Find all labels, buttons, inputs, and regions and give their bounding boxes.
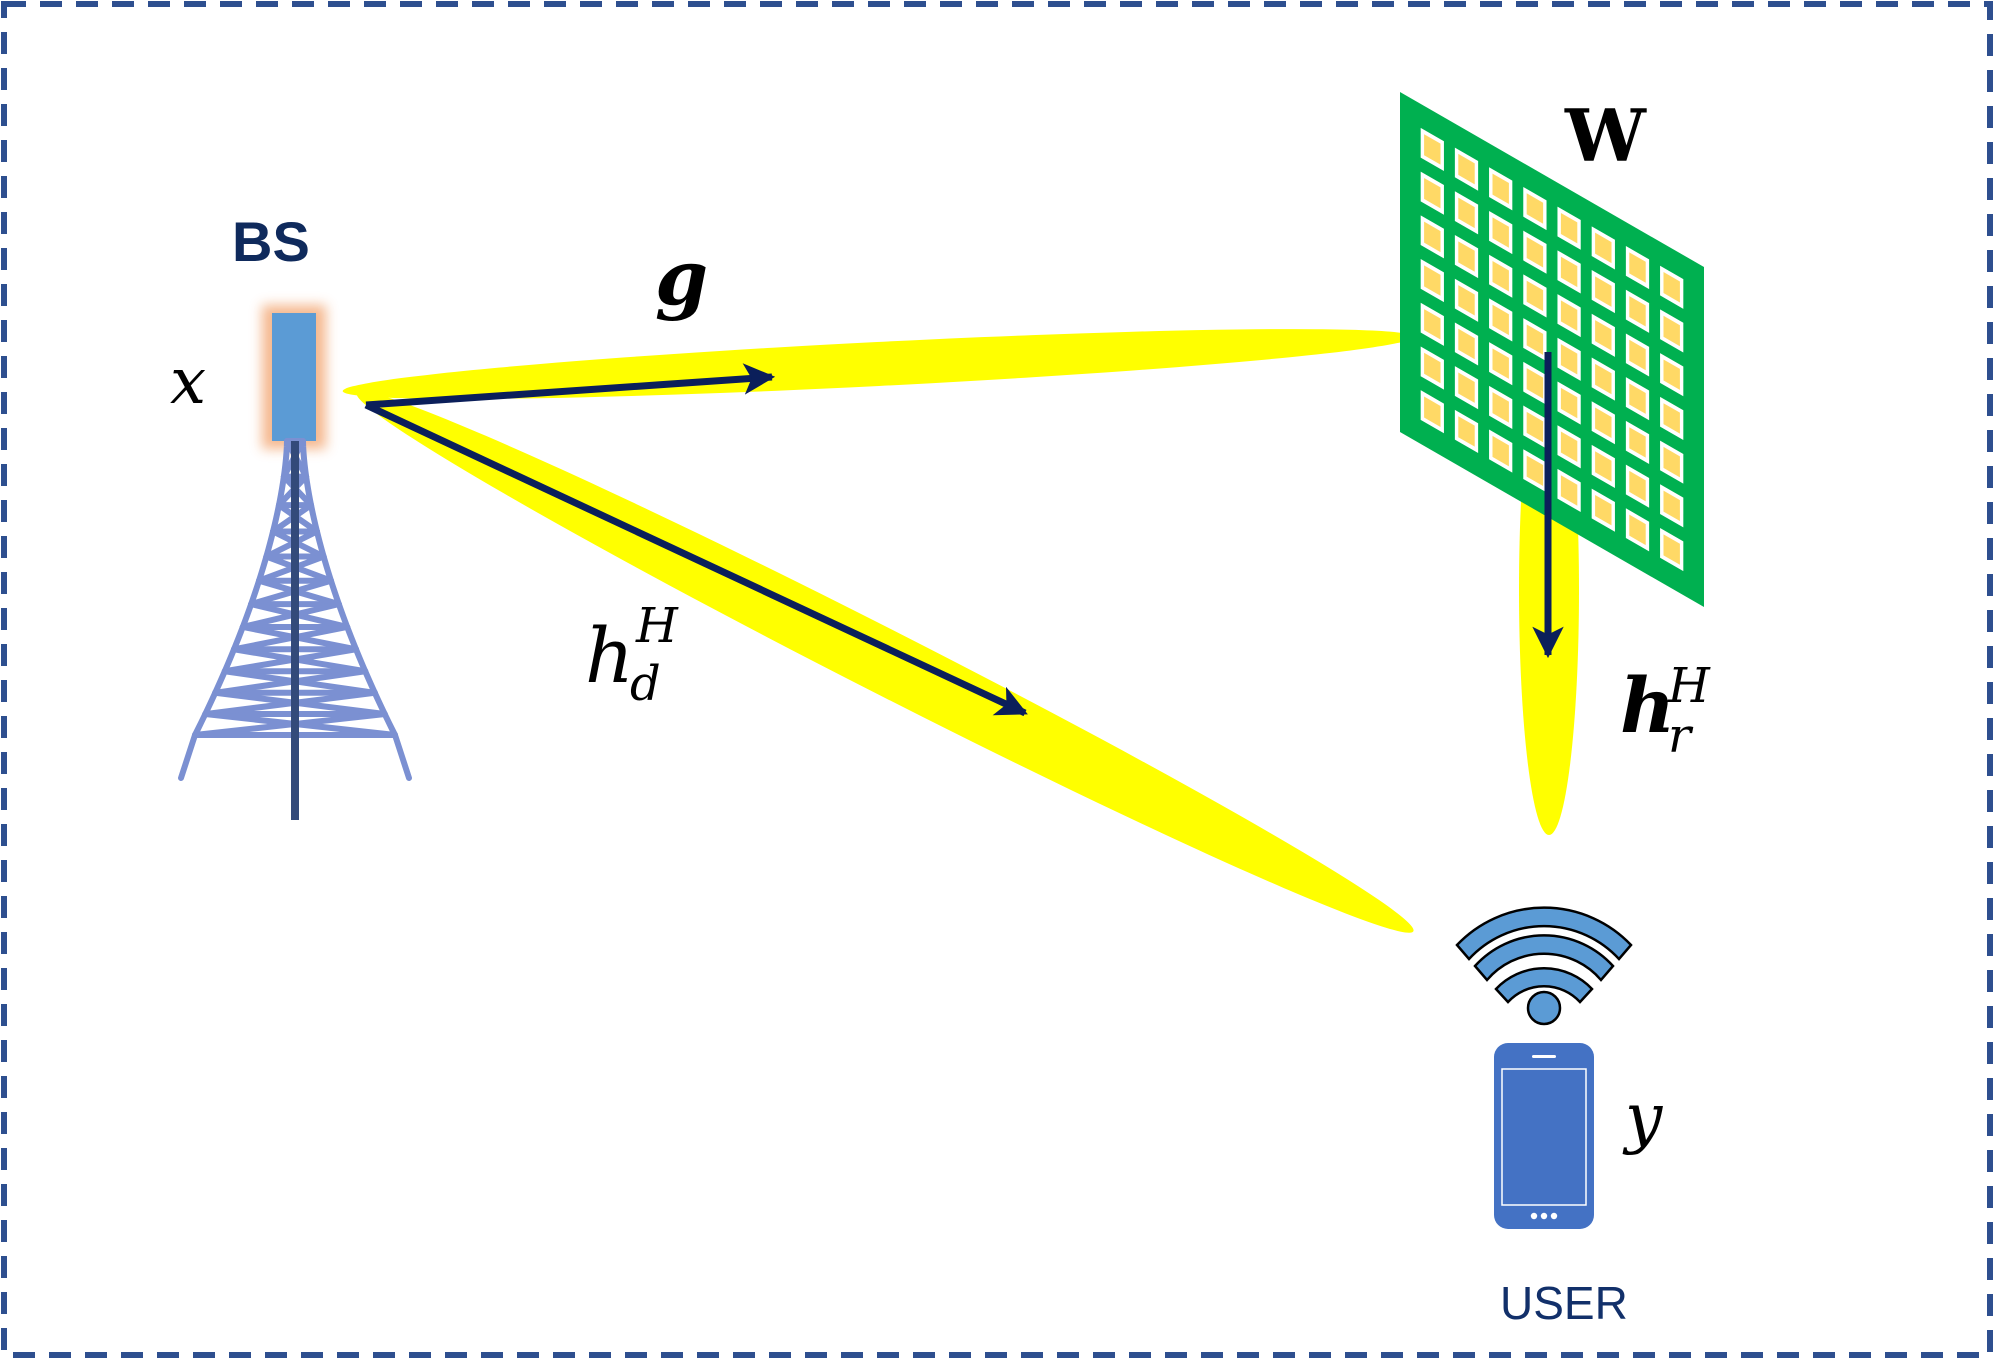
surface-cell-element (1526, 368, 1544, 399)
channel-arrows (364, 352, 1564, 717)
surface-cell-element (1492, 392, 1509, 423)
surface-cell-element (1595, 232, 1612, 264)
surface-cell-element (1424, 177, 1441, 209)
surface-cell-element (1492, 304, 1509, 336)
surface-cell-element (1663, 359, 1680, 390)
channel-hr-superscript: H (1668, 658, 1710, 714)
surface-cell-element (1629, 296, 1646, 327)
channel-hd-superscript: H (636, 598, 678, 654)
surface-cell-element (1526, 280, 1544, 312)
surface-label: W (1565, 93, 1646, 178)
beam-bs-to-surface (342, 329, 1414, 399)
tower-foot-right (392, 732, 412, 781)
surface-cell-element (1560, 344, 1578, 375)
tower-brace (212, 668, 369, 696)
surface-cell-element (1560, 300, 1578, 331)
tx-signal-label: x (170, 345, 207, 419)
arrow-g (365, 363, 776, 409)
tower-brace (192, 711, 388, 738)
cell-tower-icon (178, 305, 412, 820)
surface-cell-element (1595, 451, 1612, 482)
surface-cell-element (1492, 217, 1509, 248)
surface-cell-element (1492, 435, 1509, 467)
rx-signal-label: y (1625, 1079, 1663, 1156)
surface-cell-element (1629, 339, 1646, 371)
surface-cell-element (1526, 455, 1544, 487)
surface-cell-element (1526, 411, 1544, 443)
surface-cell-element (1560, 475, 1578, 506)
user-label: USER (1500, 1277, 1628, 1329)
surface-cell-element (1629, 427, 1646, 458)
surface-cell-element (1526, 324, 1544, 355)
surface-cell-element (1492, 348, 1509, 379)
surface-cell-element (1560, 256, 1578, 288)
tower-brace (239, 601, 342, 630)
wifi-signal-icon (1455, 906, 1633, 1026)
surface-cell-element (1458, 153, 1475, 185)
surface-cell-element (1663, 446, 1680, 478)
channel-hr-base: h (1620, 661, 1676, 750)
bs-label: BS (232, 210, 310, 273)
surface-cell-element (1595, 320, 1612, 351)
surface-cell-element (1595, 363, 1612, 395)
surface-cell-element (1424, 396, 1441, 427)
surface-cell-element (1663, 403, 1680, 434)
surface-cell-element (1629, 252, 1646, 283)
surface-cell-element (1560, 212, 1578, 244)
channel-hd-base: h (585, 611, 634, 700)
beams (342, 329, 1579, 933)
surface-cell-element (1458, 197, 1475, 229)
reflecting-surface-icon (1400, 92, 1704, 607)
surface-cell-element (1526, 193, 1544, 224)
surface-cell-element (1595, 276, 1612, 307)
smartphone-icon (1494, 1043, 1594, 1229)
tower-foot-left (178, 732, 198, 781)
surface-cell-element (1424, 265, 1441, 296)
surface-cell-element (1629, 383, 1646, 414)
surface-cell-element (1458, 241, 1475, 272)
surface-cell-element (1629, 470, 1646, 502)
channel-hd-subscript: d (630, 656, 661, 712)
surface-cell-element (1458, 372, 1475, 403)
surface-cell-element (1663, 272, 1680, 303)
surface-cell-element (1424, 309, 1441, 340)
surface-cell-element (1526, 237, 1544, 268)
surface-cell-element (1629, 514, 1646, 546)
surface-cell-element (1595, 494, 1612, 526)
surface-cell-element (1560, 431, 1578, 462)
tower-brace (202, 689, 378, 718)
surface-cell-element (1424, 352, 1441, 384)
surface-cell-element (1458, 416, 1475, 447)
channel-hr-subscript: r (1668, 708, 1691, 764)
antenna (272, 313, 316, 441)
surface-cell-element (1492, 173, 1509, 205)
surface-cell-element (1492, 261, 1509, 292)
tower-leg-right (300, 438, 398, 738)
surface-cell-element (1560, 387, 1578, 419)
surface-cell-element (1424, 221, 1441, 253)
surface-cell-element (1458, 285, 1475, 316)
surface-cell-element (1424, 134, 1441, 165)
tower-leg-left (192, 438, 290, 738)
tower-brace (230, 623, 351, 653)
tower-brace (221, 646, 360, 675)
surface-cell-element (1663, 490, 1680, 522)
channel-g-label: g (655, 233, 709, 322)
surface-cell-element (1663, 534, 1680, 565)
surface-cell-element (1595, 407, 1612, 438)
surface-cell-element (1458, 328, 1475, 360)
beam-bs-to-user (356, 391, 1414, 933)
arrow-hd (364, 401, 1028, 717)
surface-cell-element (1663, 315, 1680, 347)
